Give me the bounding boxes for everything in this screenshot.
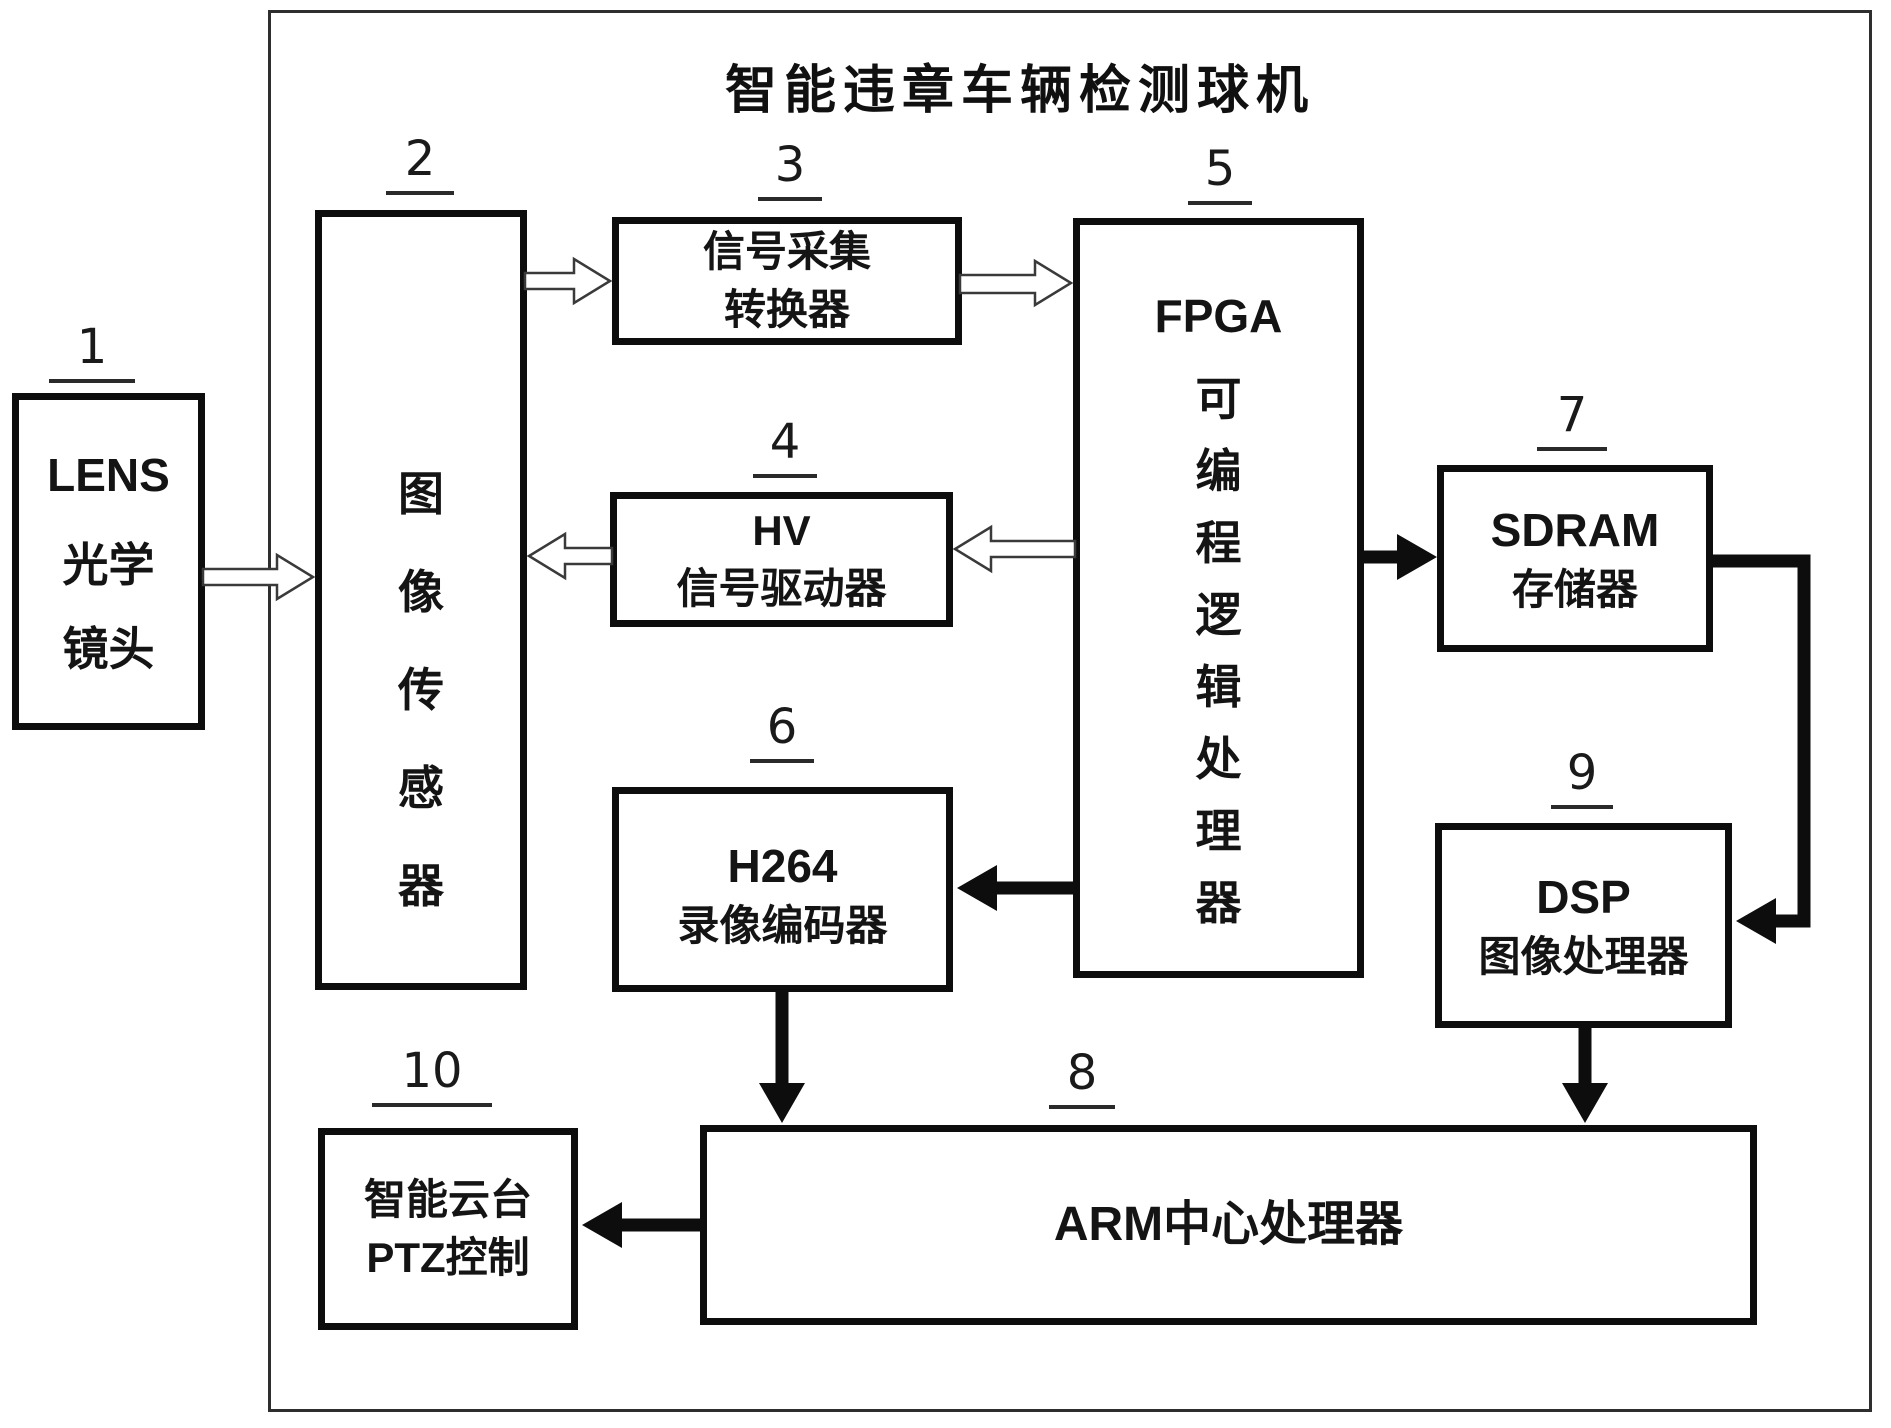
lens-label-zh2: 镜头 — [62, 622, 155, 675]
acq-label-line2: 转换器 — [723, 286, 850, 333]
camera-enclosure-border — [268, 10, 1872, 1412]
box-sdram: SDRAM 存储器 — [1437, 465, 1713, 652]
ref-label-9: 9 — [1551, 746, 1613, 809]
lens-label-en: LENS — [47, 448, 170, 501]
box-dsp: DSP 图像处理器 — [1435, 823, 1732, 1028]
lens-label-zh1: 光学 — [62, 538, 155, 591]
ref-label-7: 7 — [1537, 388, 1607, 451]
box-signal-acquisition-converter: 信号采集 转换器 — [612, 217, 962, 345]
ptz-label-line2: PTZ控制 — [366, 1234, 530, 1281]
box-lens: LENS 光学 镜头 — [12, 393, 205, 730]
ptz-label-line1: 智能云台 — [363, 1176, 532, 1223]
sdram-label-line2: 存储器 — [1511, 565, 1638, 613]
sdram-label-line1: SDRAM — [1490, 503, 1660, 556]
ref-label-6: 6 — [750, 700, 814, 763]
image-sensor-label: 图像传感器 — [398, 468, 444, 912]
ref-label-4: 4 — [753, 415, 817, 478]
h264-label-line1: H264 — [727, 839, 838, 892]
diagram-title: 智能违章车辆检测球机 — [724, 62, 1315, 120]
box-fpga: FPGA 可编程逻辑处理器 — [1073, 218, 1364, 978]
ref-label-10: 10 — [372, 1044, 492, 1107]
box-arm-processor: ARM中心处理器 — [700, 1125, 1757, 1325]
hv-label-line1: HV — [752, 506, 811, 554]
ref-label-8: 8 — [1049, 1046, 1115, 1109]
dsp-label-line1: DSP — [1536, 870, 1631, 923]
ref-label-1: 1 — [49, 320, 135, 383]
arm-label: ARM中心处理器 — [1053, 1198, 1404, 1251]
hv-label-line2: 信号驱动器 — [676, 564, 887, 612]
box-hv-signal-driver: HV 信号驱动器 — [610, 492, 953, 627]
ref-label-3: 3 — [758, 138, 822, 201]
box-image-sensor: 图像传感器 — [315, 210, 527, 990]
ref-label-5: 5 — [1188, 142, 1252, 205]
box-ptz-control: 智能云台 PTZ控制 — [318, 1128, 578, 1330]
dsp-label-line2: 图像处理器 — [1478, 932, 1689, 980]
fpga-label-zh: 可编程逻辑处理器 — [1195, 373, 1242, 929]
acq-label-line1: 信号采集 — [702, 228, 871, 275]
fpga-label-en: FPGA — [1154, 290, 1283, 342]
ref-label-2: 2 — [386, 132, 454, 195]
box-h264-encoder: H264 录像编码器 — [612, 787, 953, 992]
h264-label-line2: 录像编码器 — [677, 901, 888, 949]
